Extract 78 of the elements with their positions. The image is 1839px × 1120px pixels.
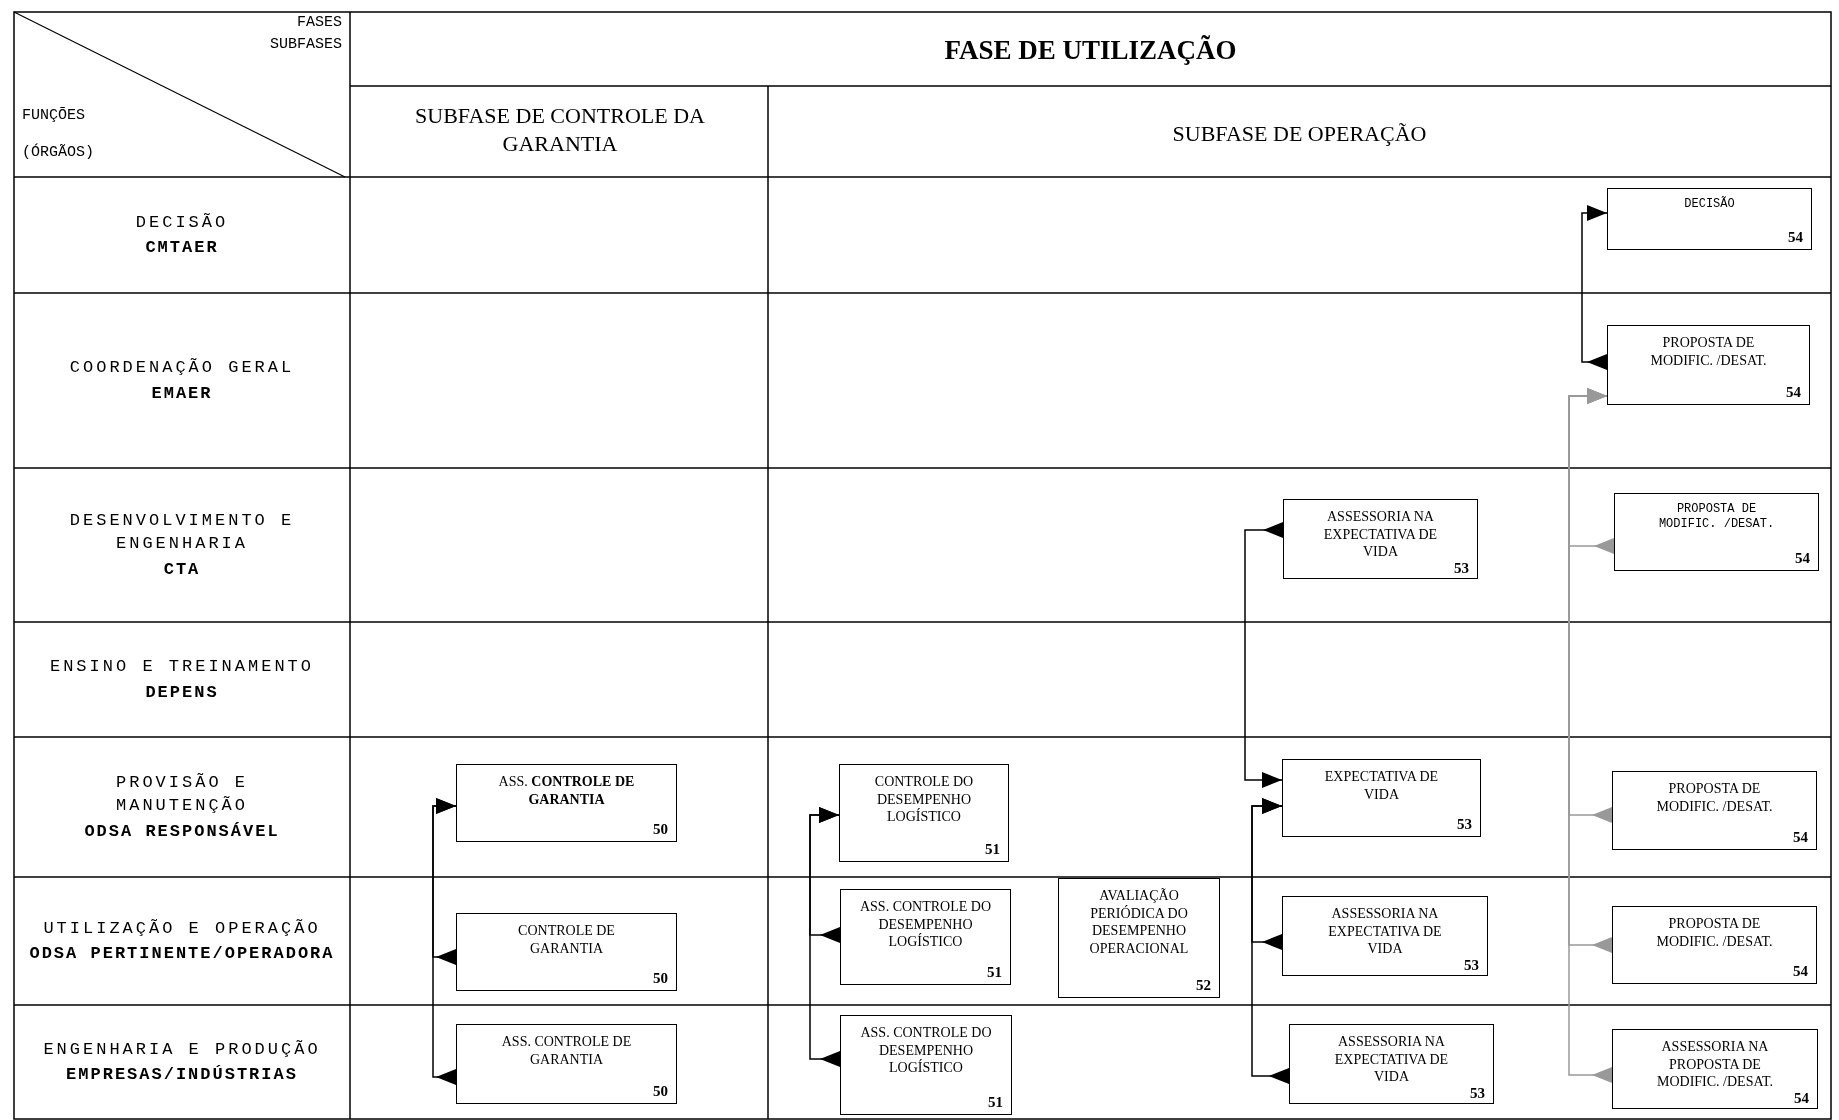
header-label: FUNÇÕES <box>22 106 85 126</box>
organ-label: EMPRESAS/INDÚSTRIAS <box>66 1064 298 1086</box>
process-label: CONTROLE DO DESEMPENHO LOGÍSTICO <box>873 773 975 826</box>
process-label: PROPOSTA DE MODIFIC. /DESAT. <box>1649 334 1768 369</box>
process-box <box>456 913 677 991</box>
process-box <box>840 1015 1012 1115</box>
step-number: 53 <box>1470 1085 1485 1101</box>
arrow <box>1581 205 1608 370</box>
step-number: 54 <box>1786 385 1801 400</box>
process-label: EXPECTATIVA DE VIDA <box>1323 768 1440 803</box>
process-label: ASSESSORIA NA PROPOSTA DE MODIFIC. /DESAT. <box>1656 1038 1774 1091</box>
step-number: 50 <box>653 1084 668 1099</box>
process-label: CONTROLE DE GARANTIA <box>517 922 616 957</box>
step-number: 52 <box>1196 978 1211 993</box>
process-label: ASS. CONTROLE DE GARANTIA <box>500 1033 633 1068</box>
process-box <box>1283 499 1478 579</box>
process-box <box>1289 1024 1494 1104</box>
organ-label: CTA <box>163 558 201 581</box>
organ-label: CMTAER <box>145 237 219 259</box>
step-number: 53 <box>1454 560 1469 576</box>
arrow <box>1568 388 1613 1083</box>
process-box <box>1607 325 1810 405</box>
process-box <box>1282 759 1481 837</box>
arrow <box>809 807 841 1067</box>
step-number: 54 <box>1793 964 1808 979</box>
step-number: 54 <box>1793 830 1808 845</box>
header-label: (ÓRGÃOS) <box>22 142 94 163</box>
process-box <box>1614 493 1819 571</box>
process-box <box>456 764 677 842</box>
process-box <box>839 764 1009 862</box>
process-label: PROPOSTA DE MODIFIC. /DESAT. <box>1655 915 1774 950</box>
process-box <box>1282 896 1488 976</box>
step-number: 53 <box>1464 957 1479 973</box>
process-label: ASS. CONTROLE DO DESEMPENHO LOGÍSTICO <box>858 898 993 951</box>
step-number: 53 <box>1457 817 1472 832</box>
organ-label: ODSA PERTINENTE/OPERADORA <box>29 943 335 965</box>
organ-label: DEPENS <box>145 681 219 704</box>
process-label: ASSESSORIA NA EXPECTATIVA DE VIDA <box>1322 508 1439 561</box>
step-number: 50 <box>653 822 668 837</box>
process-box <box>1612 906 1817 984</box>
header-label: SUBFASES <box>269 35 342 55</box>
process-box <box>456 1024 677 1104</box>
function-label: ENSINO E TREINAMENTO <box>49 656 314 679</box>
organ-label: ODSA RESPONSÁVEL <box>84 820 280 843</box>
function-label: DECISÃO <box>135 211 229 234</box>
function-label: PROVISÃO E MANUTENÇÃO <box>115 771 249 818</box>
process-label: ASSESSORIA NA EXPECTATIVA DE VIDA <box>1327 905 1443 958</box>
function-label: UTILIZAÇÃO E OPERAÇÃO <box>43 917 321 940</box>
header-label: FASES <box>296 13 342 33</box>
step-number: 51 <box>985 842 1000 857</box>
process-label: AVALIAÇÃO PERIÓDICA DO DESEMPENHO OPERACIONAL <box>1088 887 1190 957</box>
arrow <box>1244 522 1284 788</box>
subphase-header: SUBFASE DE CONTROLE DA GARANTIA <box>414 102 706 157</box>
process-box <box>1058 878 1220 998</box>
step-number: 54 <box>1795 551 1810 566</box>
process-box <box>1607 188 1812 250</box>
process-label: ASS. CONTROLE DO DESEMPENHO LOGÍSTICO <box>859 1024 993 1077</box>
step-number: 51 <box>988 1095 1003 1110</box>
step-number: 50 <box>653 971 668 986</box>
process-box <box>1612 771 1817 850</box>
process-label: PROPOSTA DE MODIFIC. /DESAT. <box>1657 502 1776 532</box>
function-label: DESENVOLVIMENTO E ENGENHARIA <box>68 509 296 556</box>
step-number: 54 <box>1794 1090 1809 1106</box>
function-label: COORDENAÇÃO GERAL <box>69 357 295 380</box>
function-label: ENGENHARIA E PRODUÇÃO <box>43 1038 321 1061</box>
organ-label: EMAER <box>151 382 213 405</box>
subphase-header: SUBFASE DE OPERAÇÃO <box>1171 120 1428 148</box>
process-label: DECISÃO <box>1684 197 1735 212</box>
process-label: PROPOSTA DE MODIFIC. /DESAT. <box>1655 780 1774 815</box>
step-number: 54 <box>1788 230 1803 245</box>
process-box <box>840 889 1011 985</box>
arrow <box>1251 798 1290 1084</box>
arrow <box>432 798 457 1085</box>
step-number: 51 <box>987 965 1002 980</box>
process-label: ASS. CONTROLE DE GARANTIA <box>497 773 636 808</box>
process-label: ASSESSORIA NA EXPECTATIVA DE VIDA <box>1333 1033 1450 1086</box>
phase-title: FASE DE UTILIZAÇÃO <box>943 34 1238 67</box>
process-box <box>1612 1029 1818 1109</box>
